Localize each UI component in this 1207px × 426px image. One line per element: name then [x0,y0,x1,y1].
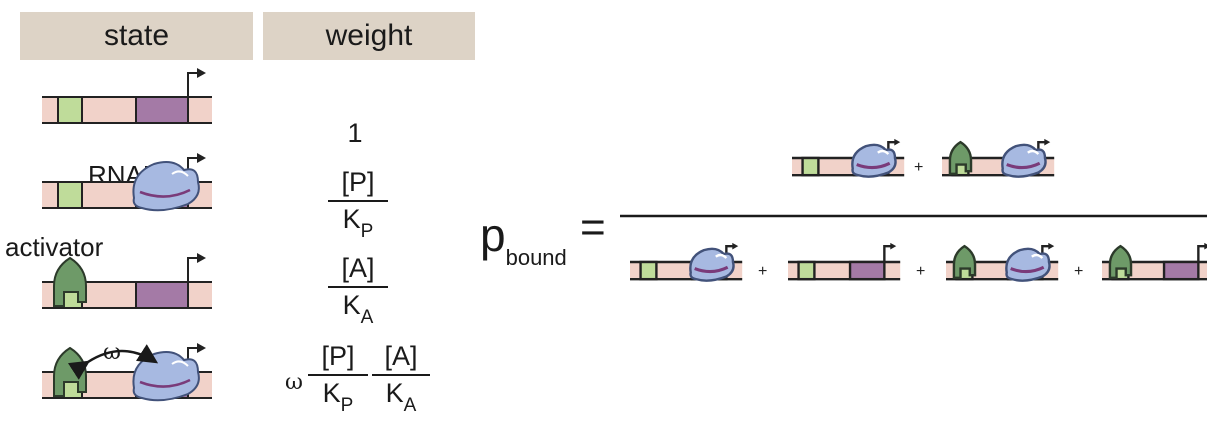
activator-protein [53,256,87,307]
tss-arrow [883,244,891,262]
weight-rnap: [P] KP [328,167,388,242]
tss-arrow [1197,244,1205,262]
dna-state [946,242,1059,282]
rnap-protein [851,143,897,178]
tss-arrow [187,257,198,282]
promoter-site [135,96,189,124]
plus-sign: + [1074,263,1083,280]
dna-state [42,68,212,124]
dna-state [788,242,901,281]
activator-protein [1108,244,1133,280]
activator-label: activator [5,232,104,262]
tss-arrow [187,72,198,97]
plus-sign: + [916,263,925,280]
activator-protein [952,244,977,280]
fraction-bar [328,200,388,202]
weight-coop-p-numerator: [P] [321,341,355,371]
weight-activator-numerator: [A] [341,253,375,283]
weight-activator: [A] KA [328,253,388,328]
weight-empty: 1 [347,118,363,148]
fraction-bar [308,374,368,376]
dna-state [42,153,212,212]
dna-state [792,138,905,178]
promoter-site [135,281,189,309]
p-bound-symbol: pbound [480,209,567,270]
weight-coop-a-denominator: KA [385,378,417,416]
weight-header: weight [263,12,475,60]
activator-binding-site [639,260,658,281]
rnap-protein [689,247,735,282]
rnap-protein [1001,143,1047,178]
interaction-arrow [67,344,159,380]
weight-activator-denominator: KA [342,290,374,328]
state-header: state [20,12,253,60]
fraction-bar [328,286,388,288]
weight-rnap-numerator: [P] [341,167,375,197]
activator-protein [948,140,973,176]
activator-binding-site [797,260,816,281]
weight-coop-p-denominator: KP [322,378,354,416]
fraction-bar [372,374,430,376]
promoter-site [848,260,886,281]
dna-state [42,253,212,309]
dna-state [942,138,1055,178]
activator-binding-site [57,181,83,209]
weight-coop-omega: ω [285,370,303,395]
plus-sign: + [758,263,767,280]
plus-sign: + [914,159,923,176]
rnap-protein [132,351,200,402]
activator-binding-site [801,156,820,177]
rnap-protein [1005,247,1051,282]
dna-state [630,242,743,282]
equals-sign: = [580,203,606,252]
dna-state [1102,242,1207,281]
activator-binding-site [57,96,83,124]
rnap-protein [132,161,200,212]
weight-coop-p: [P] KP [308,341,368,416]
promoter-site [1162,260,1200,281]
weight-coop-a: [A] KA [372,341,430,416]
weight-coop-a-numerator: [A] [384,341,418,371]
weight-rnap-denominator: KP [342,204,374,242]
